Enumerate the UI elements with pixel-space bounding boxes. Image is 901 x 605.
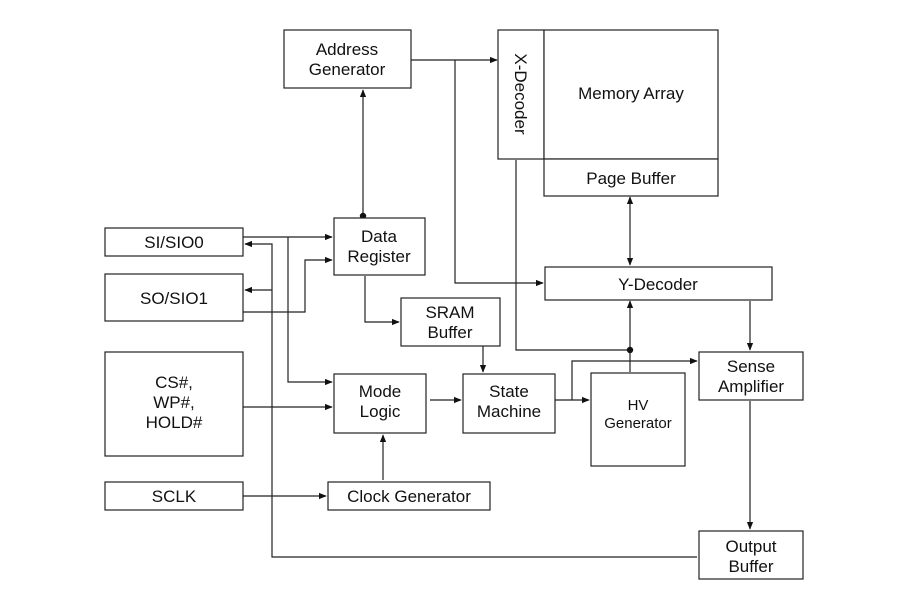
- wire-state-to-sense: [571, 357, 698, 400]
- page-buffer-label: Page Buffer: [586, 169, 676, 188]
- sclk-block: SCLK: [104, 481, 244, 511]
- sense-amplifier-block: Sense Amplifier: [698, 351, 804, 401]
- mode-logic-label-1: Mode: [359, 382, 402, 401]
- data-register-label-1: Data: [361, 227, 397, 246]
- state-machine-label-2: Machine: [477, 402, 541, 421]
- mode-logic-label-2: Logic: [360, 402, 401, 421]
- state-machine-block: State Machine: [462, 373, 556, 434]
- sram-buffer-block: SRAM Buffer: [400, 297, 501, 347]
- y-decoder-label: Y-Decoder: [618, 275, 698, 294]
- clock-generator-block: Clock Generator: [327, 481, 491, 511]
- wire-so-to-datareg: [243, 256, 333, 313]
- sclk-label: SCLK: [152, 487, 197, 506]
- page-buffer-block: Page Buffer: [543, 158, 719, 197]
- control-pins-label-2: WP#,: [153, 393, 195, 412]
- mode-logic-block: Mode Logic: [333, 373, 427, 434]
- sram-buffer-label-1: SRAM: [425, 303, 474, 322]
- output-buffer-label-1: Output: [725, 537, 776, 556]
- address-generator-label-1: Address: [316, 40, 378, 59]
- output-buffer-block: Output Buffer: [698, 530, 804, 580]
- clock-generator-label: Clock Generator: [347, 487, 471, 506]
- x-decoder-block: X-Decoder: [497, 29, 545, 160]
- wire-addrgen-to-ydecoder: [454, 60, 544, 287]
- wire-xdecoder-to-sense: [515, 160, 630, 351]
- wire-output-feedback: [244, 240, 697, 558]
- output-buffer-label-2: Buffer: [728, 557, 773, 576]
- si-sio0-label: SI/SIO0: [144, 233, 204, 252]
- junction-dot-hv: [626, 346, 634, 354]
- si-sio0-block: SI/SIO0: [104, 227, 244, 257]
- x-decoder-label: X-Decoder: [511, 53, 530, 135]
- sense-amplifier-label-1: Sense: [727, 357, 775, 376]
- memory-array-block: Memory Array: [543, 29, 719, 160]
- sense-amplifier-label-2: Amplifier: [718, 377, 784, 396]
- memory-array-label: Memory Array: [578, 84, 684, 103]
- hv-generator-label-2: Generator: [604, 415, 672, 432]
- control-pins-label-1: CS#,: [155, 373, 193, 392]
- sram-buffer-label-2: Buffer: [427, 323, 472, 342]
- hv-generator-label-1: HV: [628, 397, 649, 414]
- wire-si-to-modelogic: [287, 237, 333, 386]
- data-register-label-2: Register: [347, 247, 411, 266]
- state-machine-label-1: State: [489, 382, 529, 401]
- wire-datareg-to-sram: [364, 276, 400, 326]
- connections: [243, 56, 754, 558]
- hv-generator-block: HV Generator: [590, 372, 686, 467]
- so-sio1-block: SO/SIO1: [104, 273, 244, 322]
- control-pins-label-3: HOLD#: [146, 413, 203, 432]
- address-generator-block: Address Generator: [283, 29, 412, 89]
- so-sio1-label: SO/SIO1: [140, 289, 208, 308]
- control-pins-block: CS#, WP#, HOLD#: [104, 351, 244, 457]
- data-register-block: Data Register: [333, 217, 426, 276]
- y-decoder-block: Y-Decoder: [544, 266, 773, 301]
- address-generator-label-2: Generator: [309, 60, 386, 79]
